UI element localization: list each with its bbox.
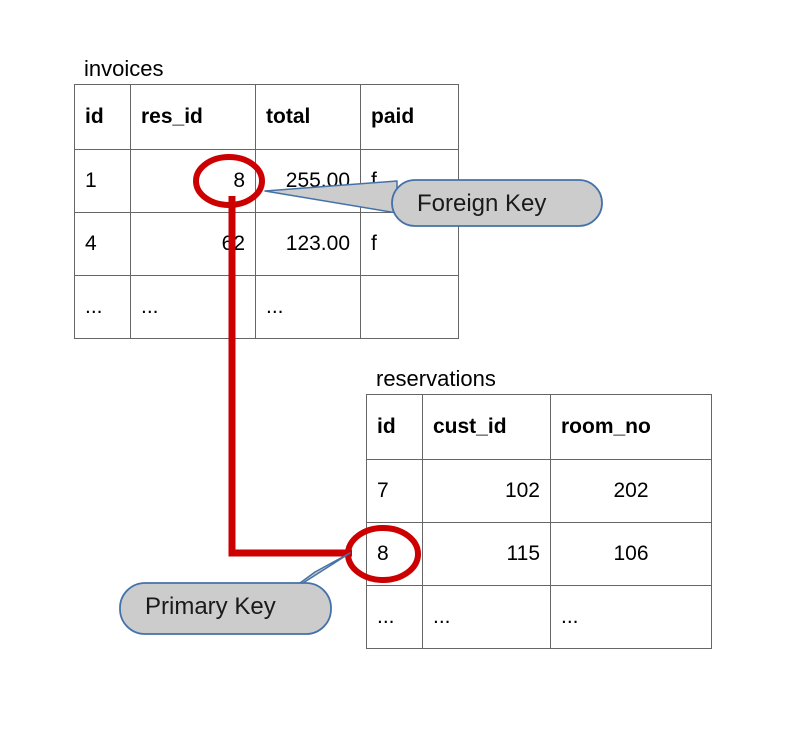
invoices-table-caption: invoices bbox=[84, 56, 164, 81]
primary-key-callout-bubble bbox=[119, 582, 332, 635]
invoices-col-header-paid: paid bbox=[360, 84, 459, 150]
reservations-cell-id: 7 bbox=[366, 459, 423, 523]
invoices-cell-id-ellipsis: ... bbox=[74, 275, 131, 339]
invoices-table-row: ... ... ... bbox=[74, 275, 459, 339]
invoices-cell-res-id-ellipsis: ... bbox=[130, 275, 256, 339]
primary-key-callout-tail bbox=[280, 552, 351, 598]
reservations-table-row: ... ... ... bbox=[366, 585, 712, 649]
reservations-cell-cust-id-ellipsis: ... bbox=[422, 585, 551, 649]
invoices-header-row: id res_id total paid bbox=[74, 84, 459, 150]
invoices-table-row: 1 8 255.00 f bbox=[74, 149, 459, 213]
reservations-table-caption: reservations bbox=[376, 366, 496, 391]
primary-key-callout-label: Primary Key bbox=[145, 593, 276, 620]
invoices-cell-id: 4 bbox=[74, 212, 131, 276]
reservations-table-row: 7 102 202 bbox=[366, 459, 712, 523]
invoices-cell-total-ellipsis: ... bbox=[255, 275, 361, 339]
reservations-cell-id: 8 bbox=[366, 522, 423, 586]
reservations-table-row: 8 115 106 bbox=[366, 522, 712, 586]
invoices-cell-id: 1 bbox=[74, 149, 131, 213]
reservations-cell-id-ellipsis: ... bbox=[366, 585, 423, 649]
invoices-cell-res-id: 62 bbox=[130, 212, 256, 276]
invoices-cell-total: 123.00 bbox=[255, 212, 361, 276]
reservations-col-header-id: id bbox=[366, 394, 423, 460]
reservations-cell-room-no-ellipsis: ... bbox=[550, 585, 712, 649]
invoices-table-row: 4 62 123.00 f bbox=[74, 212, 459, 276]
invoices-cell-paid-ellipsis bbox=[360, 275, 459, 339]
reservations-table: id cust_id room_no 7 102 202 8 115 106 .… bbox=[366, 394, 712, 649]
reservations-cell-cust-id: 102 bbox=[422, 459, 551, 523]
invoices-cell-paid: f bbox=[360, 149, 459, 213]
reservations-cell-cust-id: 115 bbox=[422, 522, 551, 586]
invoices-col-header-total: total bbox=[255, 84, 361, 150]
invoices-cell-total: 255.00 bbox=[255, 149, 361, 213]
reservations-col-header-cust-id: cust_id bbox=[422, 394, 551, 460]
reservations-cell-room-no: 202 bbox=[550, 459, 712, 523]
invoices-table: id res_id total paid 1 8 255.00 f 4 62 1… bbox=[74, 84, 459, 339]
invoices-col-header-res-id: res_id bbox=[130, 84, 256, 150]
invoices-col-header-id: id bbox=[74, 84, 131, 150]
reservations-cell-room-no: 106 bbox=[550, 522, 712, 586]
reservations-header-row: id cust_id room_no bbox=[366, 394, 712, 460]
reservations-col-header-room-no: room_no bbox=[550, 394, 712, 460]
invoices-cell-res-id: 8 bbox=[130, 149, 256, 213]
invoices-cell-paid: f bbox=[360, 212, 459, 276]
